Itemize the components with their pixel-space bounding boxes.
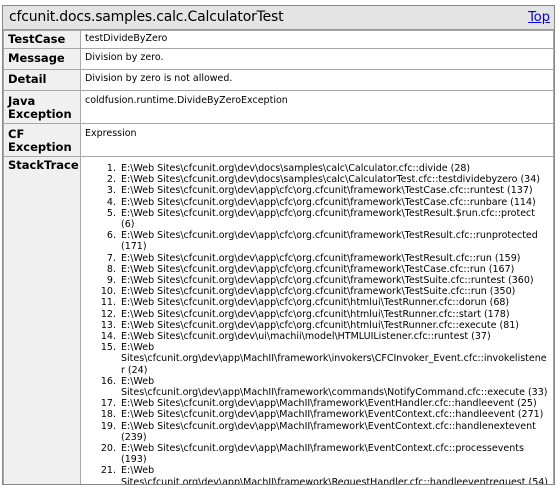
testcase-label: TestCase <box>3 30 81 49</box>
stacktrace-item: E:\Web Sites\cfcunit.org\dev\app\MachII\… <box>119 421 549 443</box>
stacktrace-item: E:\Web Sites\cfcunit.org\dev\app\cfc\org… <box>119 264 549 275</box>
row-stacktrace: StackTrace E:\Web Sites\cfcunit.org\dev\… <box>3 155 554 484</box>
detail-value: Division by zero is not allowed. <box>80 69 554 91</box>
message-value: Division by zero. <box>80 48 554 70</box>
stacktrace-item: E:\Web Sites\cfcunit.org\dev\app\cfc\org… <box>119 197 549 208</box>
stacktrace-item: E:\Web Sites\cfcunit.org\dev\app\MachII\… <box>119 443 549 465</box>
cf-exception-label: CF Exception <box>3 123 81 157</box>
stacktrace-item: E:\Web Sites\cfcunit.org\dev\app\MachII\… <box>119 409 549 420</box>
row-testcase: TestCase testDivideByZero <box>3 30 554 49</box>
cf-exception-value: Expression <box>80 123 554 157</box>
title-bar: cfcunit.docs.samples.calc.CalculatorTest… <box>3 6 554 30</box>
stacktrace-item: E:\Web Sites\cfcunit.org\dev\app\cfc\org… <box>119 320 549 331</box>
stacktrace-item: E:\Web Sites\cfcunit.org\dev\app\cfc\org… <box>119 185 549 196</box>
stacktrace-item: E:\Web Sites\cfcunit.org\dev\app\cfc\org… <box>119 230 549 252</box>
stacktrace-item: E:\Web Sites\cfcunit.org\dev\app\cfc\org… <box>119 297 549 308</box>
stacktrace-item: E:\Web Sites\cfcunit.org\dev\app\MachII\… <box>119 465 549 484</box>
stacktrace-item: E:\Web Sites\cfcunit.org\dev\app\cfc\org… <box>119 253 549 264</box>
stacktrace-item: E:\Web Sites\cfcunit.org\dev\app\MachII\… <box>119 342 549 376</box>
java-exception-value: coldfusion.runtime.DivideByZeroException <box>80 90 554 124</box>
test-class-title: cfcunit.docs.samples.calc.CalculatorTest <box>9 9 284 25</box>
error-details-table: TestCase testDivideByZero Message Divisi… <box>3 30 554 484</box>
detail-label: Detail <box>3 69 81 91</box>
stacktrace-list: E:\Web Sites\cfcunit.org\dev\docs\sample… <box>85 163 549 484</box>
row-java-exception: Java Exception coldfusion.runtime.Divide… <box>3 90 554 124</box>
stacktrace-item: E:\Web Sites\cfcunit.org\dev\docs\sample… <box>119 163 549 174</box>
row-message: Message Division by zero. <box>3 48 554 70</box>
stacktrace-value: E:\Web Sites\cfcunit.org\dev\docs\sample… <box>80 155 554 484</box>
message-label: Message <box>3 48 81 70</box>
stacktrace-label: StackTrace <box>3 155 81 484</box>
stacktrace-item: E:\Web Sites\cfcunit.org\dev\app\cfc\org… <box>119 309 549 320</box>
stacktrace-item: E:\Web Sites\cfcunit.org\dev\app\MachII\… <box>119 376 549 398</box>
row-cf-exception: CF Exception Expression <box>3 123 554 157</box>
row-detail: Detail Division by zero is not allowed. <box>3 69 554 91</box>
testcase-value: testDivideByZero <box>80 30 554 49</box>
stacktrace-item: E:\Web Sites\cfcunit.org\dev\app\cfc\org… <box>119 208 549 230</box>
stacktrace-item: E:\Web Sites\cfcunit.org\dev\ui\machii\m… <box>119 331 549 342</box>
top-link[interactable]: Top <box>528 10 550 25</box>
stacktrace-item: E:\Web Sites\cfcunit.org\dev\app\cfc\org… <box>119 275 549 286</box>
test-error-panel: cfcunit.docs.samples.calc.CalculatorTest… <box>2 5 555 485</box>
java-exception-label: Java Exception <box>3 90 81 124</box>
stacktrace-item: E:\Web Sites\cfcunit.org\dev\app\cfc\org… <box>119 286 549 297</box>
stacktrace-item: E:\Web Sites\cfcunit.org\dev\app\MachII\… <box>119 398 549 409</box>
stacktrace-item: E:\Web Sites\cfcunit.org\dev\docs\sample… <box>119 174 549 185</box>
